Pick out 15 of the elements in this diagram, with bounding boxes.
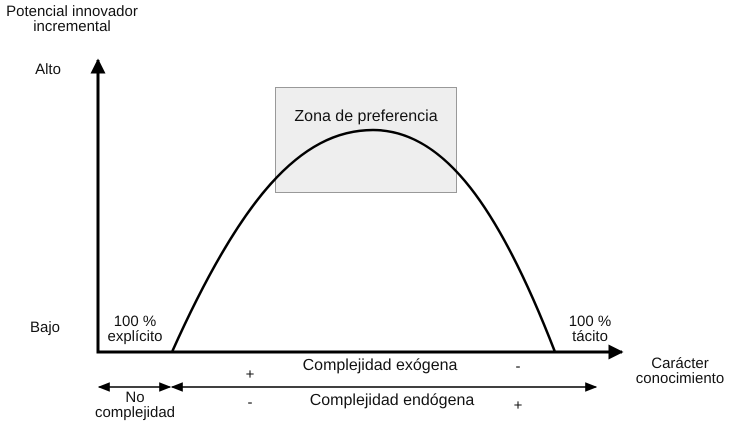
sign-label: + <box>512 398 524 413</box>
axis-level-label: Alto <box>34 62 62 77</box>
scale-label: No complejidad <box>94 390 176 420</box>
zone-box <box>275 87 457 193</box>
axis-level-label: Bajo <box>28 320 62 335</box>
scale-label: Complejidad exógena <box>302 358 458 373</box>
sign-label: - <box>514 359 522 374</box>
axis-end-label: 100 % tácito <box>568 314 612 344</box>
axis-title: Carácter conocimiento <box>634 356 726 386</box>
zone-label: Zona de preferencia <box>293 108 439 126</box>
axis-end-label: 100 % explícito <box>106 314 164 344</box>
sign-label: + <box>244 367 256 382</box>
axis-title: Potencial innovador incremental <box>5 4 139 34</box>
scale-label: Complejidad endógena <box>308 393 476 408</box>
sign-label: - <box>246 395 254 410</box>
